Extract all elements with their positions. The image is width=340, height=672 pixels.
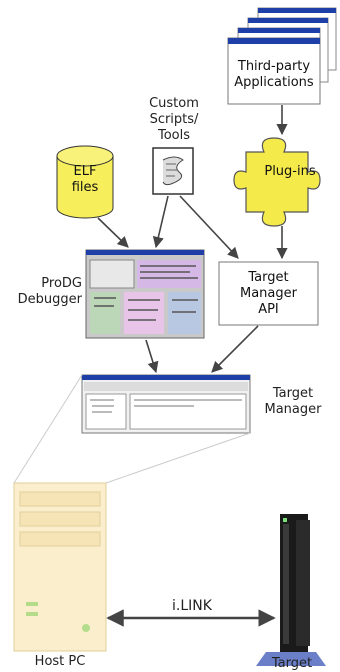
elf-files-cylinder xyxy=(56,145,114,219)
arrow-api-to-manager xyxy=(211,325,259,373)
arrow-elf-to-debugger xyxy=(97,217,129,248)
host-pc-icon xyxy=(13,482,107,652)
connector-line xyxy=(13,374,83,484)
target-label: Target xyxy=(271,656,313,671)
target-manager-window xyxy=(81,374,251,434)
arrow-scripts-to-debugger xyxy=(152,195,169,249)
plugin-puzzle-icon xyxy=(233,137,321,227)
host-pc-label: Host PC xyxy=(34,654,86,669)
third-party-label: Third-party Applications xyxy=(234,59,314,90)
plugins-label: Plug-ins xyxy=(264,164,316,179)
arrow-scripts-to-api xyxy=(179,195,239,259)
prodg-debugger-label: ProDG Debugger xyxy=(17,276,82,307)
target-manager-label: Target Manager xyxy=(264,386,322,417)
target-console-icon xyxy=(256,514,326,666)
target-manager-api-label: Target Manager API xyxy=(240,269,297,317)
third-party-windows-icon xyxy=(227,7,337,105)
target-manager-api-box xyxy=(218,261,319,326)
elf-files-label: ELF files xyxy=(71,164,99,195)
arrow-debugger-to-manager xyxy=(145,339,159,374)
ilink-label: i.LINK xyxy=(172,598,212,614)
connector-line xyxy=(105,432,251,484)
prodg-debugger-screenshot xyxy=(85,249,205,339)
custom-scripts-label: Custom Scripts/ Tools xyxy=(149,96,199,143)
scroll-icon xyxy=(152,147,194,195)
